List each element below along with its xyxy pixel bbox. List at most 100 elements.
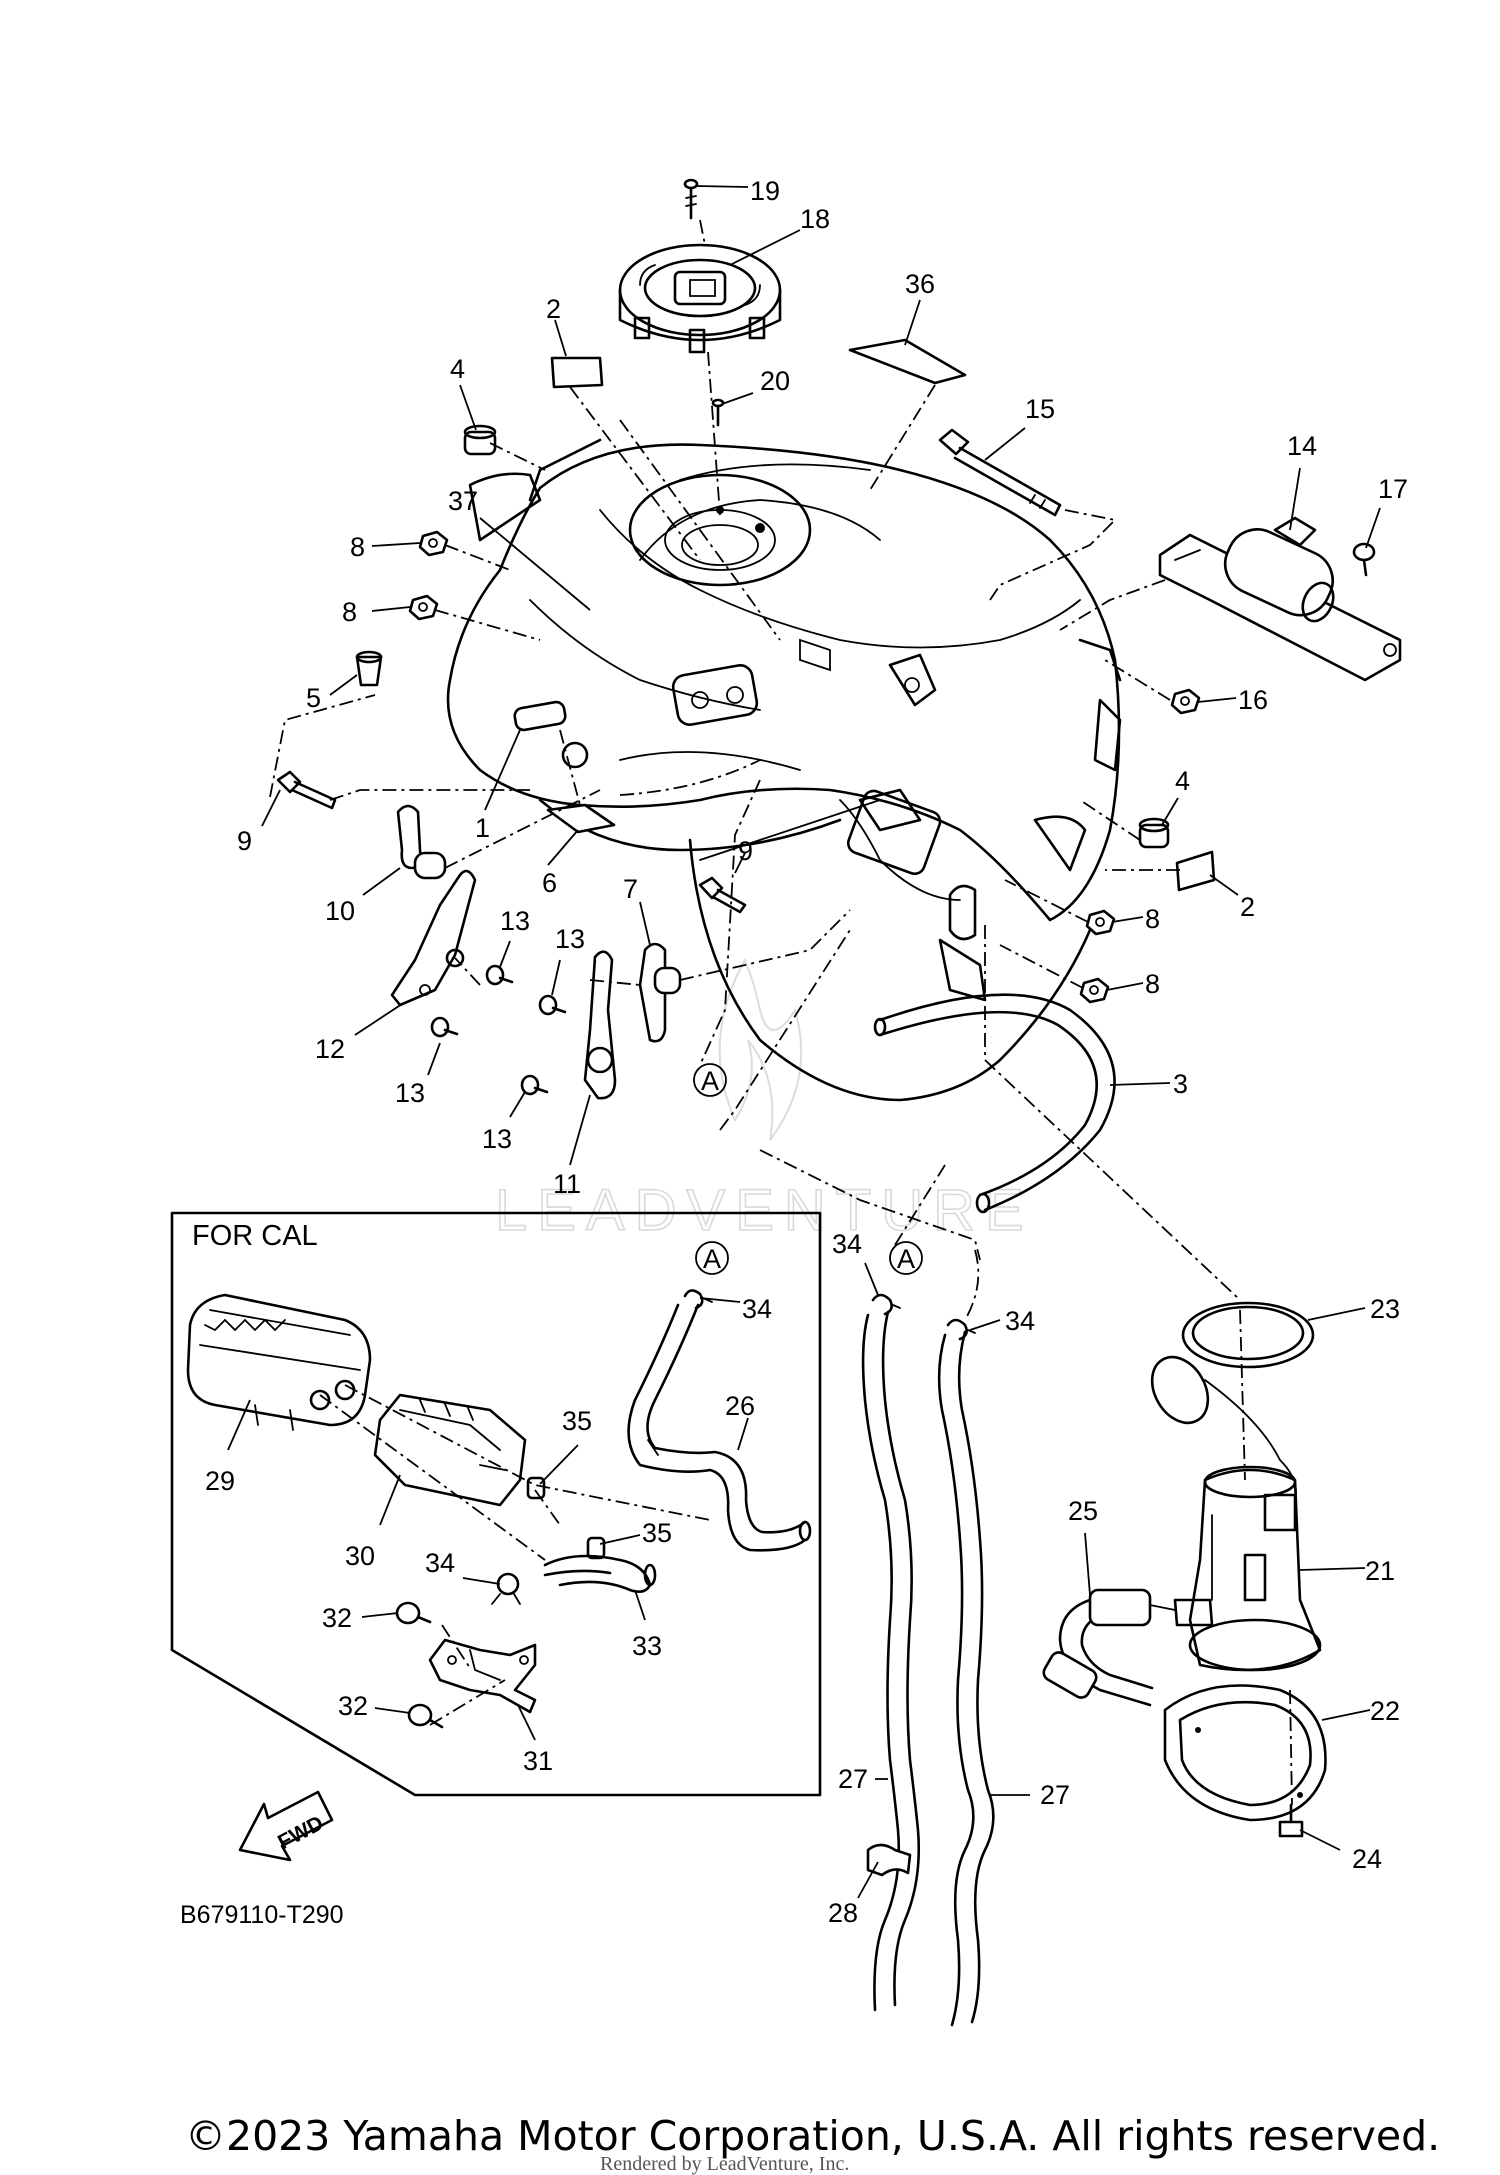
clamp-35-b <box>586 1536 606 1560</box>
callout-29: 29 <box>205 1466 235 1496</box>
nut-8-c <box>1085 909 1116 936</box>
nut-16 <box>1170 688 1201 715</box>
callout-numbers: 19 18 36 20 15 14 17 16 4 2 8 8 3 23 21 … <box>180 176 1408 1929</box>
callout-6: 6 <box>542 868 557 898</box>
callout-11: 11 <box>553 1169 581 1199</box>
hose-27-right <box>937 1330 995 2027</box>
gasket-22 <box>1163 1684 1327 1822</box>
leader-lines <box>227 185 1381 1899</box>
callout-36: 36 <box>905 269 935 299</box>
callout-7: 7 <box>623 874 638 904</box>
callout-34-main-left: 34 <box>832 1229 862 1259</box>
canister-29 <box>186 1293 372 1431</box>
collar-5 <box>355 650 383 687</box>
svg-text:A: A <box>703 1244 721 1274</box>
bolt-9-left <box>276 770 337 810</box>
fwd-arrow-icon: FWD <box>238 1790 334 1862</box>
callout-32-b: 32 <box>338 1691 368 1721</box>
ref-marker-a-inset: A <box>695 1241 729 1275</box>
callout-22: 22 <box>1370 1696 1400 1726</box>
pad-2-right <box>1175 850 1216 892</box>
callout-4-left: 4 <box>450 354 465 384</box>
svg-text:A: A <box>701 1066 719 1096</box>
assembly-lines <box>269 219 1293 1806</box>
damper-10 <box>396 804 447 880</box>
bolt-13-c <box>538 994 567 1016</box>
bolt-13-a <box>485 964 514 986</box>
callout-9-left: 9 <box>237 826 252 856</box>
callout-20: 20 <box>760 366 790 396</box>
svg-text:A: A <box>897 1244 915 1274</box>
callout-13-a: 13 <box>500 906 530 936</box>
grommet-4-left <box>463 424 497 456</box>
callout-19: 19 <box>750 176 780 206</box>
bracket-31 <box>428 1638 537 1714</box>
hose-27-left <box>861 1310 921 2012</box>
callout-34-inset-bottom: 34 <box>425 1548 455 1578</box>
callout-8-b: 8 <box>342 597 357 627</box>
callout-8-c: 8 <box>1145 904 1160 934</box>
screw-32-b <box>407 1703 444 1729</box>
callout-23: 23 <box>1370 1294 1400 1324</box>
callout-32-a: 32 <box>322 1603 352 1633</box>
callout-18: 18 <box>800 204 830 234</box>
diagram-code: B679110-T290 <box>180 1901 344 1929</box>
callout-37: 37 <box>448 486 478 516</box>
clamp-34-left <box>871 1293 901 1316</box>
nut-8-a <box>418 530 449 557</box>
callout-26: 26 <box>725 1391 755 1421</box>
cover-30 <box>373 1393 527 1507</box>
callout-16: 16 <box>1238 685 1268 715</box>
callout-9-center: 9 <box>738 836 753 866</box>
fuel-pump-21 <box>1150 1355 1322 1672</box>
drain-hose-3 <box>873 993 1116 1214</box>
callout-10: 10 <box>325 896 355 926</box>
nut-8-b <box>408 594 439 621</box>
callout-28: 28 <box>828 1898 858 1928</box>
inset-label: FOR CAL <box>192 1220 318 1252</box>
callout-33: 33 <box>632 1631 662 1661</box>
hose-26 <box>627 1303 812 1552</box>
clamp-34-inset-bottom <box>491 1572 521 1605</box>
ref-marker-a-main: A <box>693 1063 727 1097</box>
rendered-by-note: Rendered by LeadVenture, Inc. <box>600 2153 849 2175</box>
callout-15: 15 <box>1025 394 1055 424</box>
screw-32-a <box>395 1601 432 1625</box>
callout-17: 17 <box>1378 474 1408 504</box>
callout-8-d: 8 <box>1145 969 1160 999</box>
callout-13-d: 13 <box>482 1124 512 1154</box>
callout-1: 1 <box>475 813 490 843</box>
damper-7 <box>638 942 682 1043</box>
ref-marker-a-hose: A <box>889 1241 923 1275</box>
callout-12: 12 <box>315 1034 345 1064</box>
bracket-11 <box>583 950 617 1100</box>
screw-20 <box>711 398 725 427</box>
hose-33 <box>543 1554 657 1593</box>
copyright-notice: ©2023 Yamaha Motor Corporation, U.S.A. A… <box>185 2112 1440 2160</box>
bolt-13-b <box>430 1016 459 1038</box>
fuel-hose-25 <box>1042 1588 1176 1707</box>
callout-3: 3 <box>1173 1069 1188 1099</box>
callout-5: 5 <box>306 683 321 713</box>
callout-27-right: 27 <box>1040 1780 1070 1810</box>
pad-6 <box>546 803 616 834</box>
callout-30: 30 <box>345 1541 375 1571</box>
watermark: LEADVENTURE <box>494 957 1034 1244</box>
callout-31: 31 <box>523 1746 553 1776</box>
pad-2-top <box>550 356 604 389</box>
callout-14: 14 <box>1287 431 1317 461</box>
canister-bracket-14 <box>1158 516 1402 682</box>
screw-24 <box>1278 1803 1304 1838</box>
callout-34-main-right: 34 <box>1005 1306 1035 1336</box>
callout-24: 24 <box>1352 1844 1382 1874</box>
callout-25: 25 <box>1068 1496 1098 1526</box>
clamp-35-a <box>526 1476 546 1500</box>
screw-19 <box>683 178 699 220</box>
callout-4-right: 4 <box>1175 766 1190 796</box>
clip-28 <box>866 1843 912 1877</box>
callout-2-top: 2 <box>546 294 561 324</box>
clamp-34-right <box>946 1318 976 1341</box>
watermark-text: LEADVENTURE <box>495 1178 1034 1243</box>
callout-35-b: 35 <box>642 1518 672 1548</box>
